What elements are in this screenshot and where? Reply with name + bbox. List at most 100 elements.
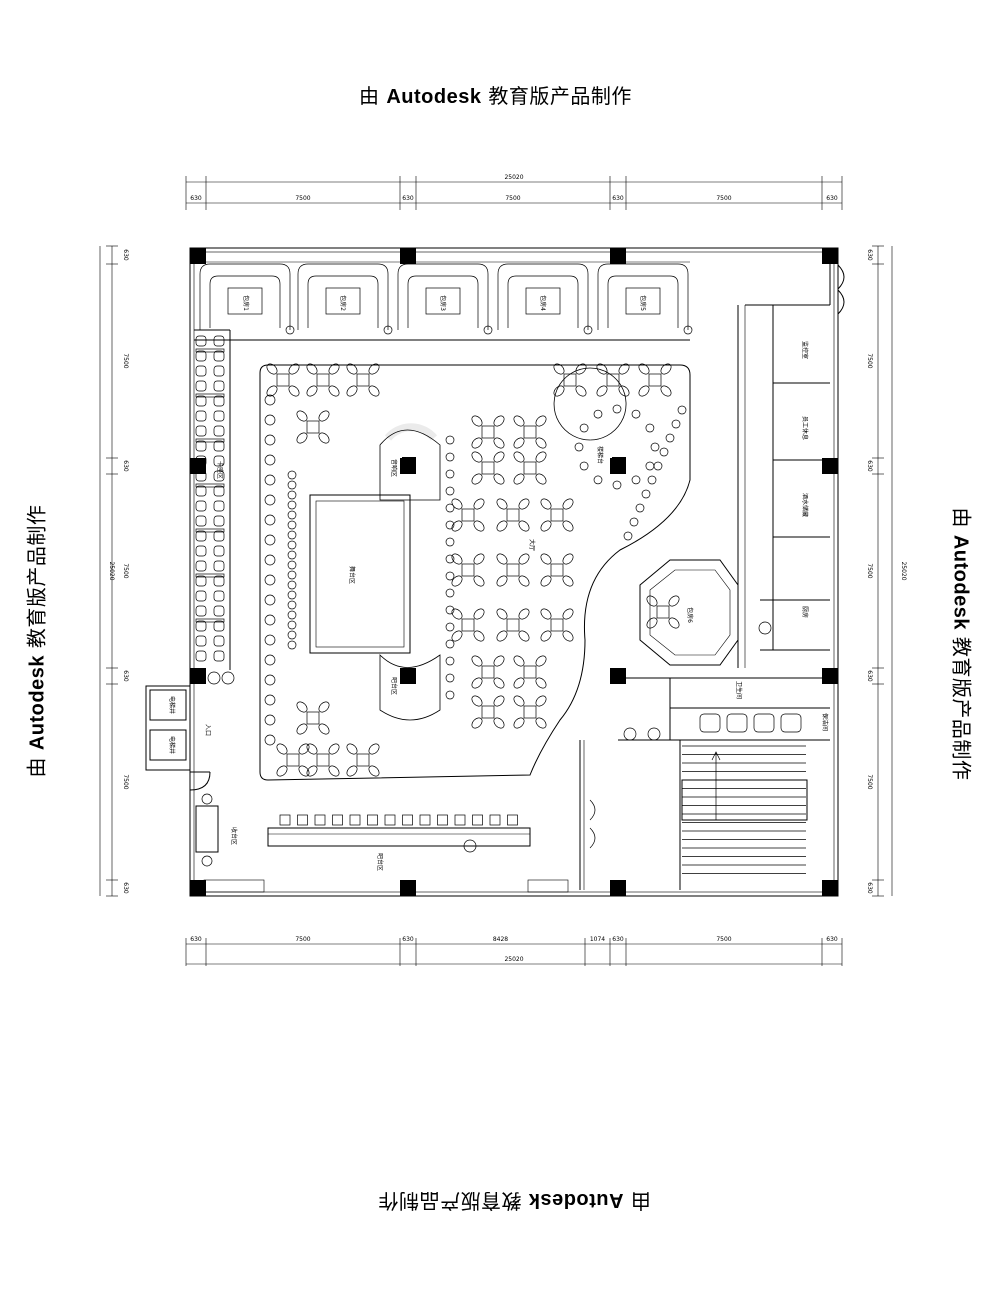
coffee-table (625, 287, 661, 315)
chair (195, 440, 207, 452)
sofa (397, 263, 489, 330)
plant (221, 671, 235, 685)
stool (445, 656, 455, 666)
coffee-table (227, 287, 263, 315)
toilet (780, 713, 802, 733)
chair (306, 743, 318, 755)
dimension-label: 1074 (590, 936, 605, 943)
card-table (195, 573, 225, 578)
chair (513, 437, 525, 449)
chair (562, 520, 574, 532)
chair (473, 553, 485, 565)
chair (318, 432, 330, 444)
stool (285, 325, 295, 335)
bar-stool (454, 814, 466, 826)
stool (264, 474, 276, 486)
room-label-card-seats: 卡座区 (216, 461, 224, 479)
chair (318, 723, 330, 735)
chair (518, 608, 530, 620)
table (481, 705, 495, 719)
chair (473, 520, 485, 532)
coffee-table (325, 287, 361, 315)
sofa (497, 263, 589, 330)
stool (264, 394, 276, 406)
dimension-label: 7500 (122, 353, 129, 368)
chair (213, 395, 225, 407)
stool (287, 570, 297, 580)
room-label-drinks: 酒水储藏 (801, 493, 809, 517)
stool (287, 540, 297, 550)
stool (445, 486, 455, 496)
room-label-monitor: 监控室 (801, 341, 809, 359)
dimension-label: 630 (866, 249, 873, 261)
table (506, 563, 520, 577)
table (461, 563, 475, 577)
room-label-entrance: 入口 (204, 724, 211, 736)
bar-stool (297, 814, 308, 826)
chair (513, 415, 525, 427)
chair (496, 630, 508, 642)
toilet (753, 713, 775, 733)
stool (683, 325, 693, 335)
stool (647, 475, 657, 485)
dimension-label: 630 (122, 249, 129, 261)
chair (471, 655, 483, 667)
card-table (195, 348, 225, 353)
column (822, 458, 838, 474)
stool (445, 622, 455, 632)
chair (540, 520, 552, 532)
stool (264, 414, 276, 426)
stool (287, 580, 297, 590)
chair (496, 553, 508, 565)
stool (264, 574, 276, 586)
stool (445, 435, 455, 445)
chair (306, 765, 318, 777)
stool (665, 433, 675, 443)
chair (540, 630, 552, 642)
stool (287, 480, 297, 490)
stool (445, 520, 455, 530)
chair (496, 608, 508, 620)
plant (201, 855, 213, 867)
chair (368, 743, 380, 755)
chair (195, 560, 207, 572)
stool (264, 614, 276, 626)
table (550, 563, 564, 577)
chair (553, 385, 565, 397)
stool (287, 490, 297, 500)
dimension-label: 7500 (295, 936, 310, 943)
chair (471, 451, 483, 463)
chair (213, 530, 225, 542)
stool (583, 325, 593, 335)
table (306, 420, 320, 434)
chair (562, 575, 574, 587)
bar-stool (402, 814, 413, 826)
card-table (195, 438, 225, 443)
table (656, 605, 670, 619)
chair (562, 630, 574, 642)
stair-arrow-head (711, 751, 721, 761)
stool (445, 605, 455, 615)
chair (518, 520, 530, 532)
chair (296, 410, 308, 422)
table (523, 461, 537, 475)
stool (264, 654, 276, 666)
card-table (195, 483, 225, 488)
table (481, 461, 495, 475)
chair (213, 635, 225, 647)
chair (451, 553, 463, 565)
chair (513, 677, 525, 689)
chair (518, 630, 530, 642)
bar-stool (279, 814, 291, 826)
chair (195, 620, 207, 632)
room-label-dj: 音响区 (390, 459, 398, 477)
table (461, 618, 475, 632)
chair (213, 425, 225, 437)
column (190, 880, 206, 896)
chair (540, 608, 552, 620)
stool (287, 640, 297, 650)
stool (445, 571, 455, 581)
chair (306, 363, 318, 375)
stool (574, 442, 584, 452)
stool (264, 594, 276, 606)
